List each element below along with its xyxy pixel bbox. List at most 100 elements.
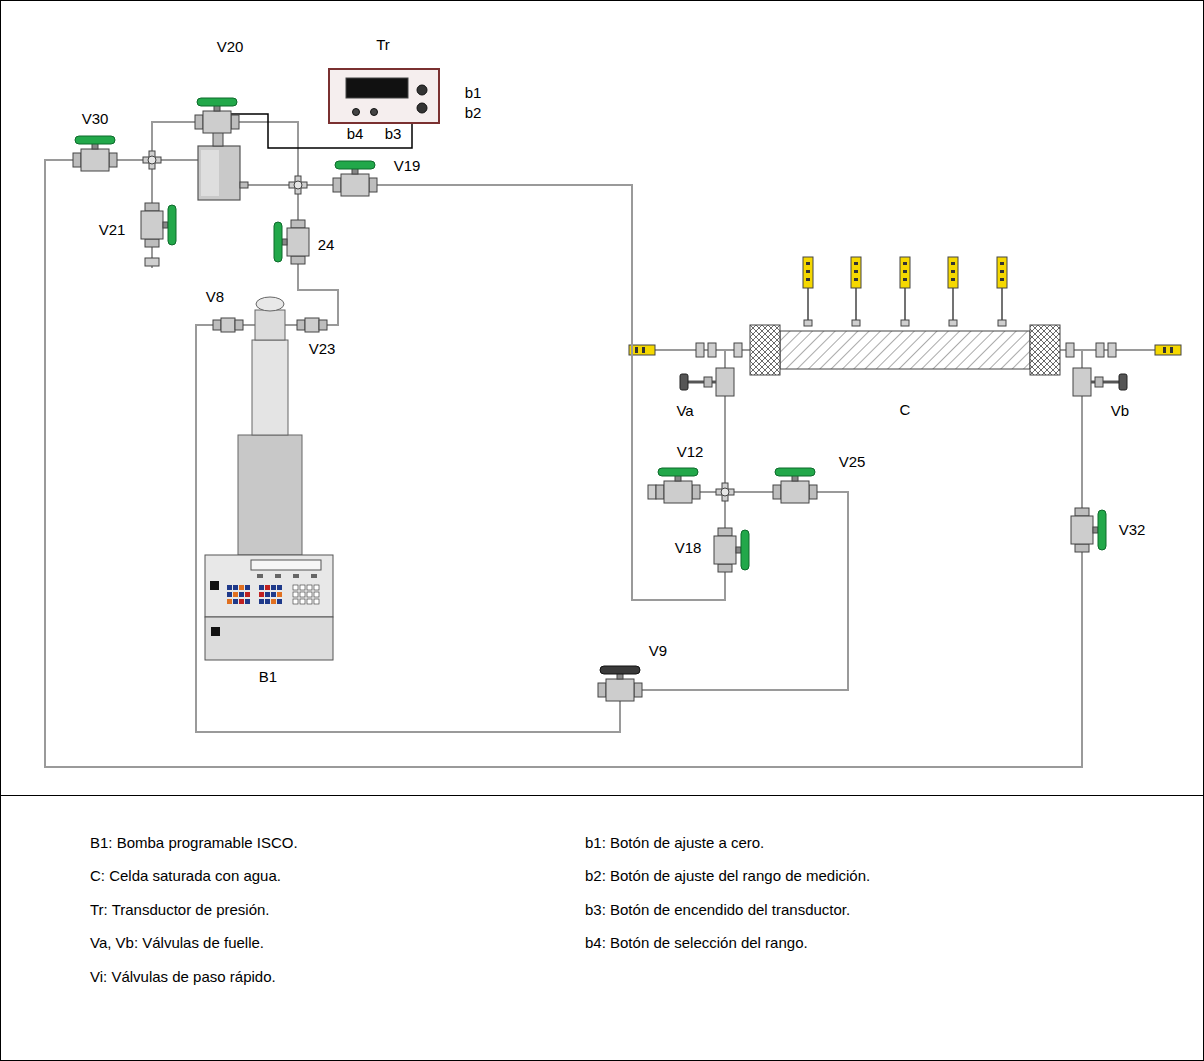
button-label: b3 — [385, 126, 402, 143]
port-nut — [235, 320, 243, 330]
node-outline — [750, 325, 1060, 375]
node-outline — [297, 318, 327, 332]
node-outline — [213, 318, 243, 332]
valve-handle — [1098, 510, 1106, 550]
transducer-display — [346, 78, 408, 98]
bellows-valve: Vb — [1073, 368, 1091, 396]
valve-stem — [282, 239, 287, 245]
valve-body — [81, 149, 109, 171]
sensor-tag-mark — [951, 270, 955, 273]
cross-fitting — [722, 483, 728, 501]
sensor-tag — [1155, 345, 1181, 355]
sensor-tag-mark — [854, 270, 858, 273]
pump-base — [205, 617, 333, 660]
valve-nut — [773, 485, 781, 499]
sensor-tag-mark — [806, 278, 810, 281]
cell-body — [780, 331, 1030, 369]
pump-key — [265, 585, 270, 590]
pump-key — [245, 592, 250, 597]
valve-body — [606, 679, 634, 701]
valve-symbol: V21 — [141, 203, 163, 247]
sensor-tag-mark — [806, 270, 810, 273]
key-entry: C: Celda saturada con agua. — [90, 868, 281, 885]
pump-key — [271, 599, 276, 604]
valve-nut — [1075, 544, 1089, 552]
pump-key — [227, 592, 232, 597]
pump-key — [239, 599, 244, 604]
bellows-nut — [1095, 377, 1103, 387]
pump-head-cap — [256, 297, 284, 311]
syringe-pump: B1 — [205, 555, 333, 660]
valve-symbol: V25 — [773, 481, 817, 503]
pump-panel — [205, 555, 333, 617]
key-entry: B1: Bomba programable ISCO. — [90, 835, 298, 852]
sensor-tag-mark — [951, 278, 955, 281]
sensor-fitting — [852, 320, 860, 326]
valve-label: V8 — [206, 289, 224, 306]
pump-key — [227, 585, 232, 590]
sensor-rod — [952, 288, 954, 325]
valve-symbol: V9 — [598, 679, 642, 701]
sensor-tag — [900, 257, 910, 288]
valve-handle — [274, 222, 282, 262]
sensor-tag-mark — [951, 262, 955, 265]
pressure-sensor — [198, 146, 240, 200]
pump-key — [271, 592, 276, 597]
bellows-knob — [1119, 374, 1127, 390]
cross-fitting — [716, 489, 734, 495]
sensor-port — [240, 182, 248, 188]
bellows-knob — [680, 374, 688, 390]
cross-fitting — [289, 182, 307, 188]
node-outline — [1071, 508, 1093, 552]
component-label: Tr — [376, 37, 390, 54]
button-label: b1 — [465, 85, 482, 102]
valve-symbol: V19 — [333, 174, 377, 196]
node-outline — [598, 679, 642, 701]
sensor-fitting — [949, 320, 957, 326]
cell-flange — [750, 325, 780, 375]
transducer-button — [417, 85, 427, 95]
valve-nut — [109, 153, 117, 167]
node-outline — [73, 149, 117, 171]
pump-key — [293, 585, 298, 590]
valve-nut — [145, 239, 159, 247]
pipe-line — [240, 184, 333, 186]
node-outline — [328, 68, 440, 124]
valve-symbol: V32 — [1071, 508, 1093, 552]
sensor-tag-mark — [635, 347, 638, 353]
valve-label: V30 — [82, 111, 109, 128]
pump-key — [233, 585, 238, 590]
cross-fitting — [295, 176, 301, 194]
node-outline — [714, 528, 736, 572]
pump-display — [251, 560, 321, 570]
pump-key — [233, 592, 238, 597]
valve-nut — [1075, 508, 1089, 516]
pipe-nut — [1066, 343, 1074, 357]
valve-symbol: V18 — [714, 528, 736, 572]
pump-key — [259, 592, 264, 597]
key-entry: Va, Vb: Válvulas de fuelle. — [90, 935, 264, 952]
valve-label: V32 — [1119, 522, 1146, 539]
pipe-connector — [298, 264, 338, 325]
node-outline — [287, 220, 309, 264]
valve-symbol: V30 — [73, 149, 117, 171]
cross-fitting — [721, 488, 729, 496]
key-entry: b4: Botón de selección del rango. — [585, 935, 808, 952]
pump-key — [277, 592, 282, 597]
transducer-button — [417, 103, 427, 113]
pump-key — [245, 599, 250, 604]
pump-port: V23 — [297, 318, 327, 332]
key-entry: b3: Botón de encendido del transductor. — [585, 902, 850, 919]
valve-body — [341, 174, 369, 196]
pump-key — [314, 592, 319, 597]
valve-body — [1071, 516, 1093, 544]
pump-key — [277, 599, 282, 604]
node-outline — [205, 555, 333, 660]
pipe-line — [724, 350, 726, 368]
valve-body — [664, 481, 692, 503]
pipe-nut — [708, 343, 716, 357]
pump-key — [300, 592, 305, 597]
cross-fitting — [143, 157, 161, 163]
pressure-transducer: Tr — [328, 68, 440, 124]
transducer-button — [353, 109, 360, 116]
